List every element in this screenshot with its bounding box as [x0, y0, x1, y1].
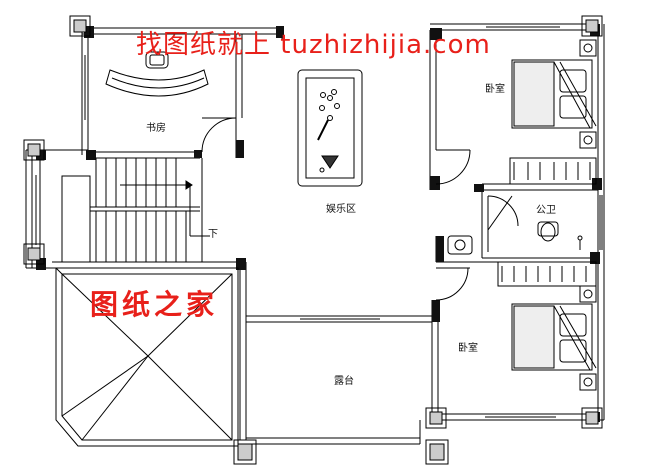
- room-label-bathroom: 公卫: [536, 205, 556, 216]
- room-label-entertainment: 娱乐区: [326, 202, 356, 215]
- stairs-down-label: 下: [208, 229, 218, 240]
- bed-top: [511, 39, 597, 149]
- room-label-study: 书房: [146, 121, 166, 134]
- room-label-terrace: 露台: [334, 374, 354, 387]
- wardrobe-top: [509, 157, 597, 185]
- bed-bottom: [511, 285, 597, 391]
- hip-roof: [55, 267, 239, 447]
- room-label-bedroom-top: 卧室: [485, 82, 505, 95]
- bathroom-fixtures: [447, 221, 583, 255]
- doors: [201, 117, 519, 301]
- windows: [31, 23, 603, 439]
- wardrobe-bottom: [497, 261, 597, 287]
- room-label-bedroom-bottom: 卧室: [458, 341, 478, 354]
- wall-posts: [36, 24, 602, 422]
- study-desk: [105, 51, 209, 97]
- billiard-table: [297, 69, 363, 187]
- watermark-middle: 图纸之家: [90, 288, 219, 321]
- corner-columns: [23, 15, 603, 465]
- staircase: [61, 158, 210, 263]
- watermark-top: 找图纸就上 tuzhizhijia.com: [136, 30, 491, 60]
